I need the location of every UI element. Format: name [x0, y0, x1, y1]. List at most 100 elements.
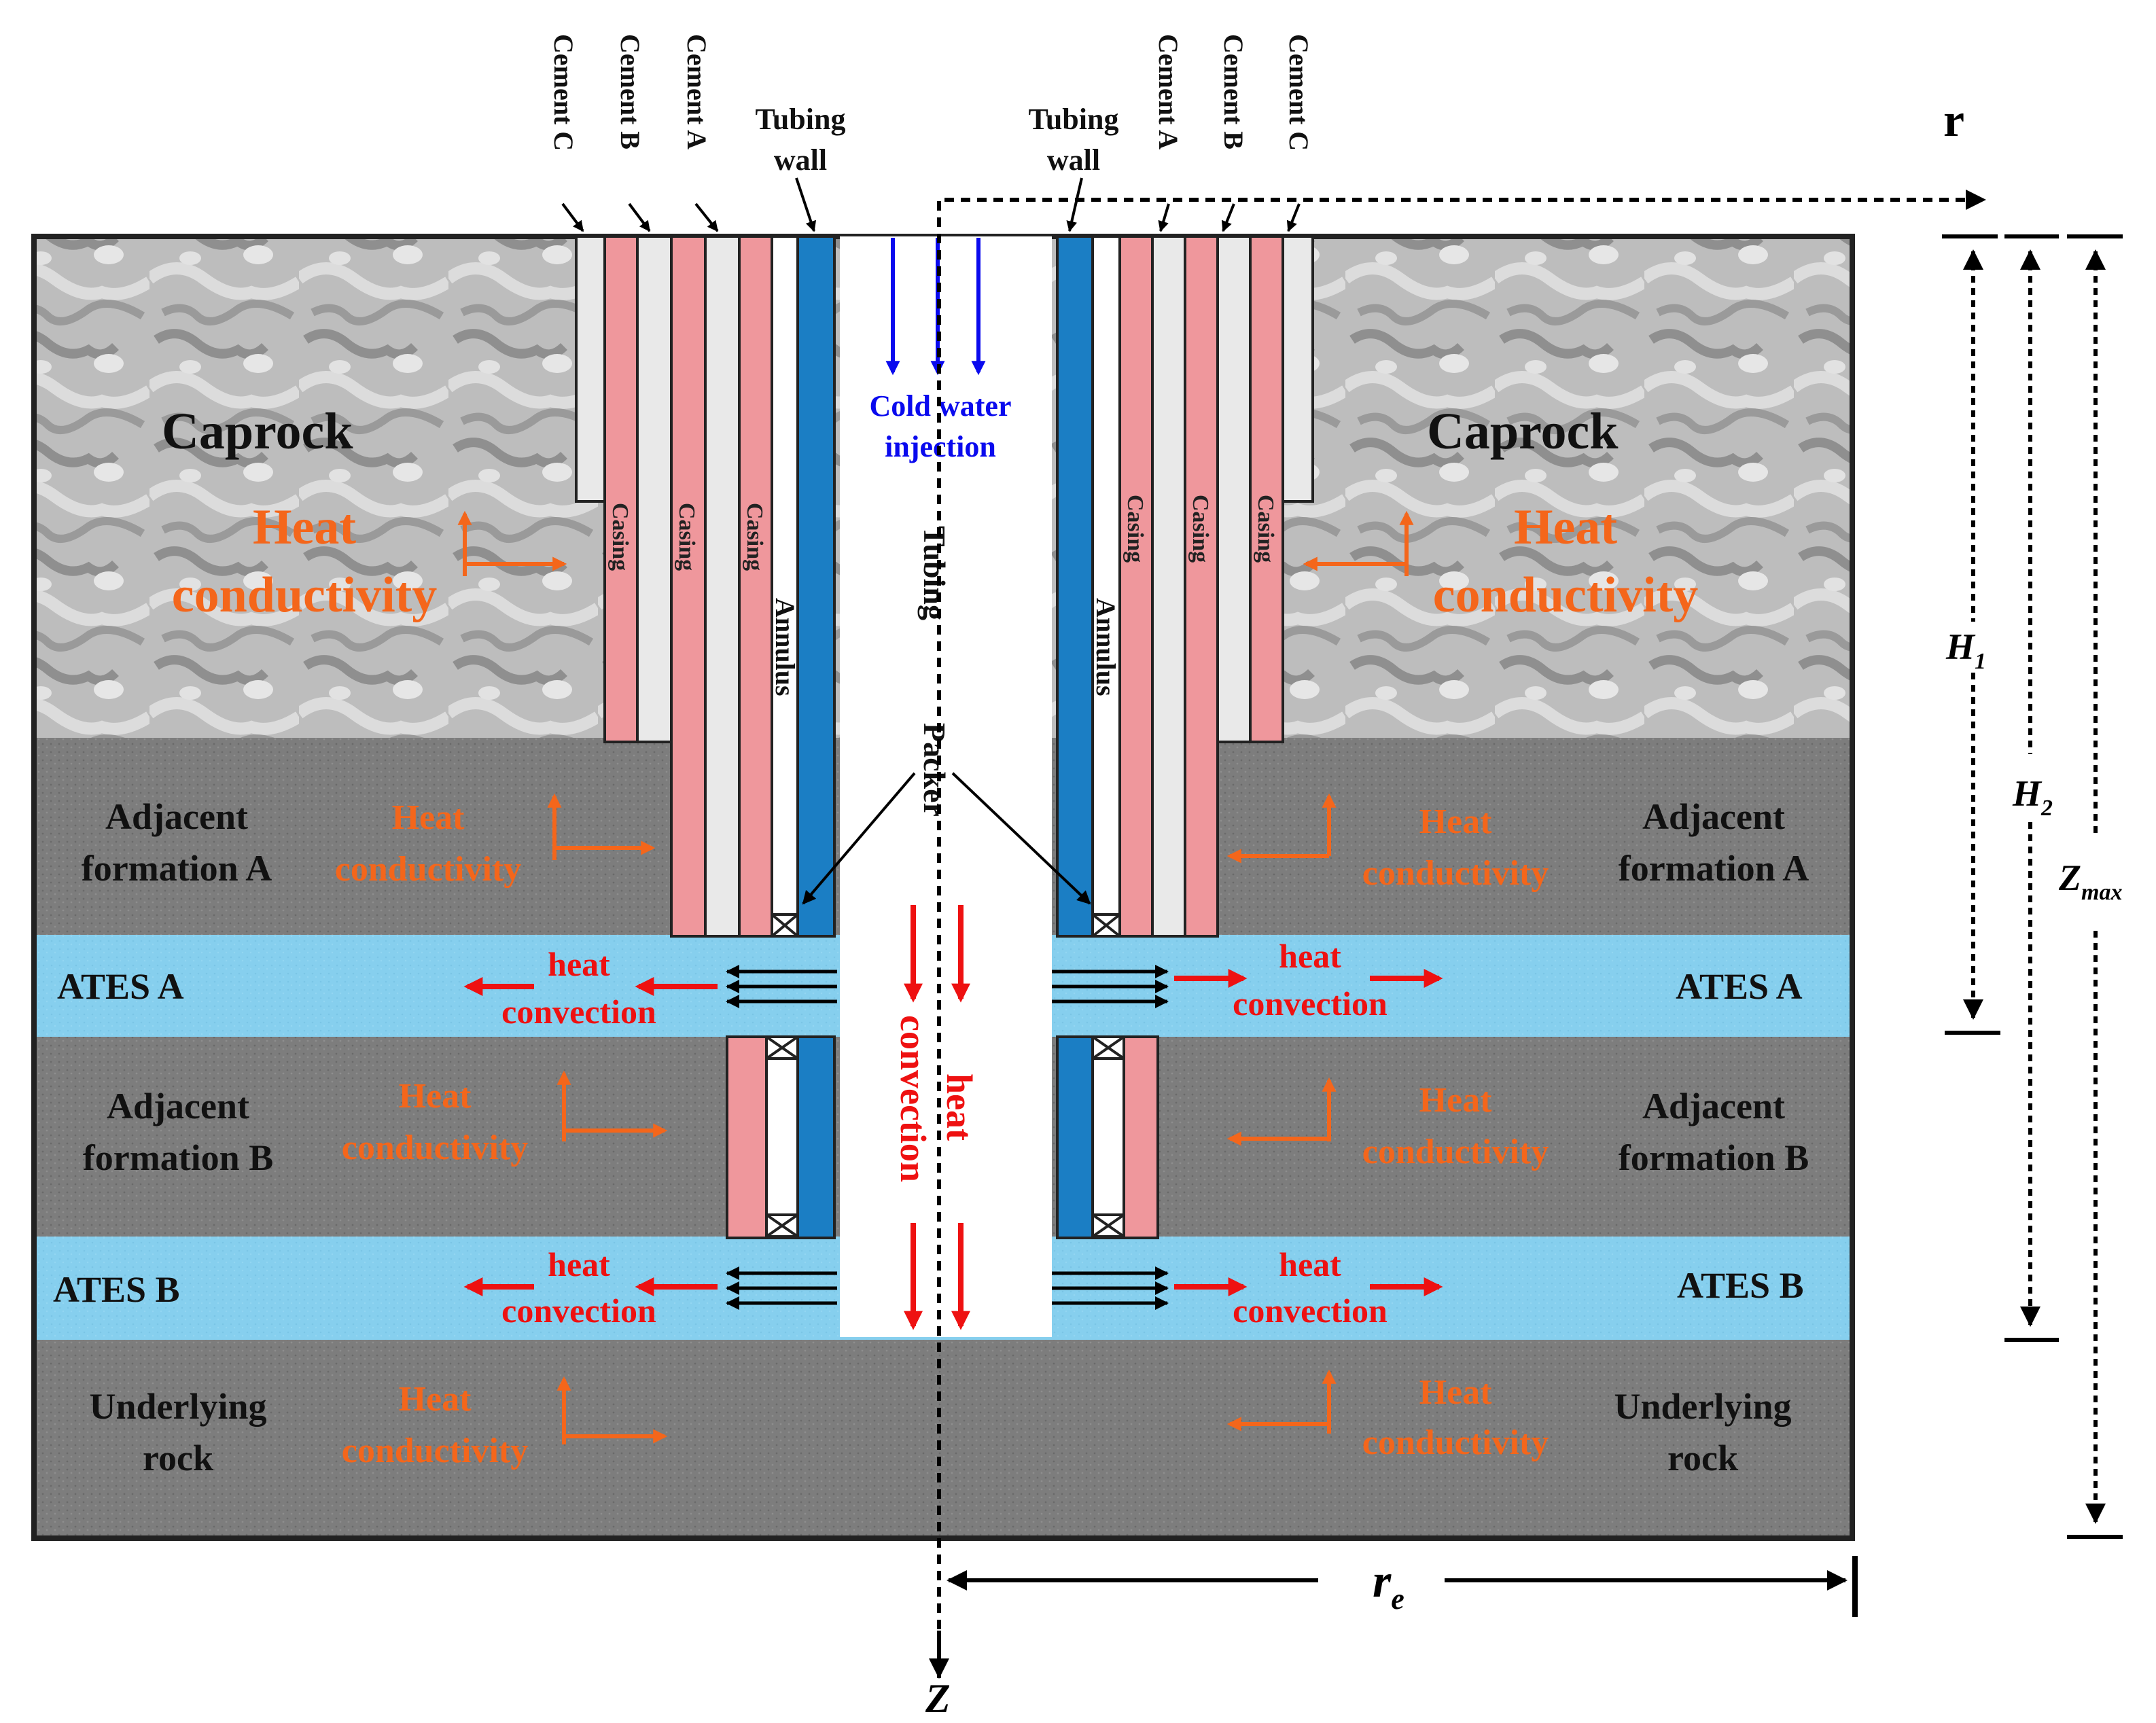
- heat-u-right-1: Heat: [1419, 1373, 1493, 1412]
- re-dimension: [947, 1556, 1858, 1617]
- caprock-label-right: Caprock: [1427, 403, 1619, 460]
- heat-a-right-1: Heat: [1419, 802, 1493, 841]
- tubing-label: Tubing: [917, 526, 952, 620]
- right-packer-upper: [1091, 913, 1121, 938]
- left-casing-a: [738, 235, 773, 938]
- left-casing-c: [603, 235, 639, 743]
- conv-b-left-2: convection: [501, 1292, 656, 1330]
- left-annulus-label: Annulus: [770, 598, 800, 696]
- caprock-label-left: Caprock: [162, 403, 353, 460]
- adjacent-a-right-1: Adjacent: [1642, 796, 1785, 837]
- right-tubing-wall-label-1: Tubing: [1029, 103, 1119, 136]
- right-casing-a: [1118, 235, 1154, 938]
- left-tubing-lower: [796, 1035, 836, 1239]
- heat-b-right-2: conductivity: [1362, 1133, 1549, 1171]
- ates-a-left: ATES A: [57, 966, 184, 1007]
- left-cement-c-lower: [575, 235, 606, 503]
- left-packer-low: [765, 1213, 799, 1238]
- right-cement-b: [1216, 235, 1252, 743]
- caprock-heat-right-2: conductivity: [1433, 567, 1699, 623]
- underlying-right-2: rock: [1667, 1438, 1738, 1478]
- underlying-right-1: Underlying: [1614, 1386, 1791, 1427]
- tubing-bore: [840, 236, 1052, 1337]
- left-casing-b: [670, 235, 707, 938]
- right-casing-a-label: Casing: [1123, 495, 1148, 563]
- right-tubing-lower: [1056, 1035, 1094, 1239]
- right-cement-b-label: Cement B: [1218, 34, 1249, 149]
- left-cement-b-label: Cement B: [615, 34, 646, 149]
- convection-arrows: [463, 905, 1443, 1330]
- heat-a-left-2: conductivity: [335, 850, 521, 889]
- right-casing-c: [1249, 235, 1284, 743]
- adjacent-a-left-1: Adjacent: [105, 796, 248, 837]
- left-cement-c-label: Cement C: [548, 34, 579, 151]
- left-annulus: [771, 235, 799, 917]
- re-label: re: [1373, 1555, 1404, 1616]
- right-well-strings: [1056, 235, 1314, 1239]
- heat-a-right-2: conductivity: [1362, 854, 1549, 893]
- packer-label: Packer: [917, 723, 952, 817]
- packers: [765, 913, 1125, 1238]
- left-casing-a-lower: [726, 1035, 768, 1239]
- right-casing-b: [1184, 235, 1219, 938]
- left-cement-c-outline: [575, 236, 671, 743]
- tubing-conv-1: heat: [939, 1073, 980, 1141]
- axes: [929, 190, 1986, 1679]
- conv-a-right-1: heat: [1279, 937, 1341, 975]
- r-axis-label: r: [1943, 94, 1964, 147]
- packer-pointer-left: [802, 772, 916, 905]
- right-cement-c-label: Cement C: [1284, 34, 1314, 151]
- geology: [31, 234, 1855, 1541]
- adjacent-a-left-2: formation A: [82, 848, 272, 889]
- conv-b-right-2: convection: [1233, 1292, 1388, 1330]
- h1-label: H1: [1945, 626, 1986, 674]
- depth-dimensions: [1942, 234, 2123, 1539]
- left-tubing-wall-label-2: wall: [774, 143, 827, 177]
- caprock-heat-left-1: Heat: [253, 499, 356, 555]
- right-casing-c-label: Casing: [1253, 495, 1278, 563]
- heat-b-left-2: conductivity: [342, 1129, 528, 1167]
- left-cement-b: [636, 235, 673, 743]
- caprock-heat-right-1: Heat: [1514, 499, 1617, 555]
- left-well-strings: [575, 235, 836, 1239]
- packer-pointer-right: [951, 772, 1091, 905]
- ates-b-left: ATES B: [53, 1269, 180, 1310]
- underlying-rock-layer: [34, 1340, 1852, 1538]
- right-annulus-label: Annulus: [1091, 598, 1121, 696]
- adjacent-b-right-2: formation B: [1619, 1137, 1809, 1178]
- right-packer-mid: [1091, 1035, 1125, 1060]
- right-annulus-lower: [1091, 1035, 1125, 1239]
- left-packer-mid: [765, 1035, 799, 1060]
- caprock-heat-left-2: conductivity: [172, 567, 438, 623]
- conv-b-left-1: heat: [548, 1245, 610, 1283]
- z-axis-label: Z: [925, 1676, 951, 1721]
- ates-a-right: ATES A: [1676, 966, 1803, 1007]
- right-cement-a: [1151, 235, 1186, 938]
- right-casing-a-lower: [1123, 1035, 1159, 1239]
- heat-u-right-2: conductivity: [1362, 1423, 1549, 1462]
- heat-u-left-1: Heat: [399, 1380, 472, 1419]
- right-casing-b-label: Casing: [1188, 495, 1213, 563]
- adjacent-b-left-1: Adjacent: [107, 1086, 249, 1126]
- left-tubing-wall-label-1: Tubing: [756, 103, 846, 136]
- underlying-left-1: Underlying: [89, 1386, 266, 1427]
- r-axis: [937, 190, 1986, 1678]
- conv-a-left-2: convection: [501, 993, 656, 1031]
- adjacent-b-left-2: formation B: [83, 1137, 273, 1178]
- right-packer-low: [1091, 1213, 1125, 1238]
- right-tubing-wall-label-2: wall: [1047, 143, 1100, 177]
- left-cement-a-label: Cement A: [682, 34, 712, 149]
- conv-a-left-1: heat: [548, 945, 610, 983]
- top-label-pointers: [561, 177, 1301, 232]
- right-annulus: [1091, 235, 1121, 917]
- tubing-conv-2: convection: [893, 1015, 934, 1182]
- heat-u-left-2: conductivity: [342, 1432, 528, 1470]
- h2-label: H2: [2012, 773, 2053, 821]
- left-annulus-lower: [765, 1035, 799, 1239]
- left-casing-b-label: Casing: [674, 503, 699, 571]
- right-cement-c: [1282, 235, 1314, 503]
- left-casing-a-label: Casing: [742, 503, 767, 571]
- underlying-left-2: rock: [143, 1438, 213, 1478]
- heat-b-right-1: Heat: [1419, 1081, 1493, 1120]
